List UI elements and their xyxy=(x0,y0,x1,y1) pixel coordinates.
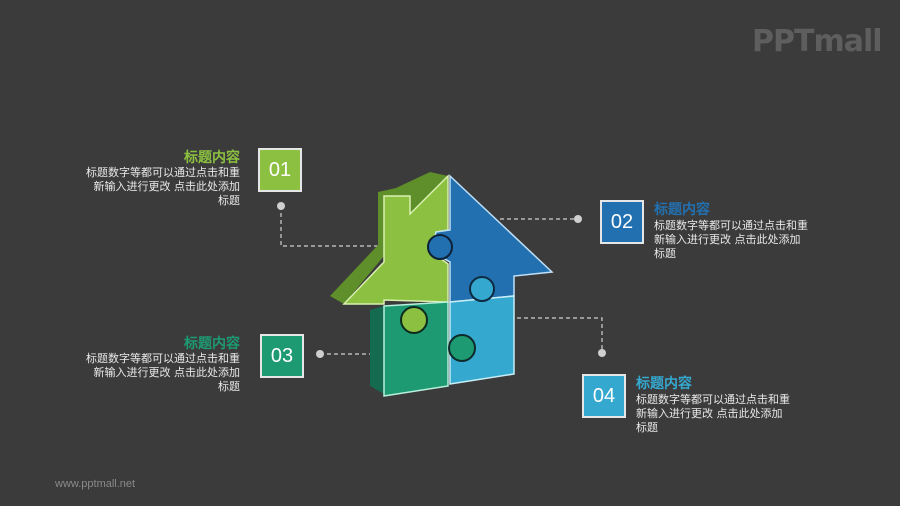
footer-url[interactable]: www.pptmall.net xyxy=(55,478,136,490)
number-box-01[interactable]: 01 xyxy=(258,148,302,192)
item-01-title: 标题内容 xyxy=(184,150,240,166)
number-02: 02 xyxy=(610,210,634,233)
number-01: 01 xyxy=(268,158,292,181)
number-box-04[interactable]: 04 xyxy=(582,374,626,418)
number-box-02[interactable]: 02 xyxy=(600,200,644,244)
puzzle-piece-03 xyxy=(383,301,449,397)
puzzle-piece-04 xyxy=(449,295,515,385)
item-04-title: 标题内容 xyxy=(636,376,692,392)
item-02-title: 标题内容 xyxy=(654,202,710,218)
item-04-desc: 标题数字等都可以通过点击和重新输入进行更改 点击此处添加标题 xyxy=(636,393,790,434)
item-02-desc: 标题数字等都可以通过点击和重新输入进行更改 点击此处添加标题 xyxy=(654,219,808,260)
piece-03-side xyxy=(370,306,384,394)
connector-dots xyxy=(277,202,606,358)
number-04: 04 xyxy=(592,384,616,407)
pptmall-logo: PPTmall xyxy=(752,24,883,59)
item-03-title: 标题内容 xyxy=(184,336,240,352)
item-03-desc: 标题数字等都可以通过点击和重新输入进行更改 点击此处添加标题 xyxy=(86,352,240,393)
number-box-03[interactable]: 03 xyxy=(260,334,304,378)
number-03: 03 xyxy=(270,344,294,367)
item-01-desc: 标题数字等都可以通过点击和重新输入进行更改 点击此处添加标题 xyxy=(86,166,240,207)
puzzle-piece-02 xyxy=(431,174,554,303)
